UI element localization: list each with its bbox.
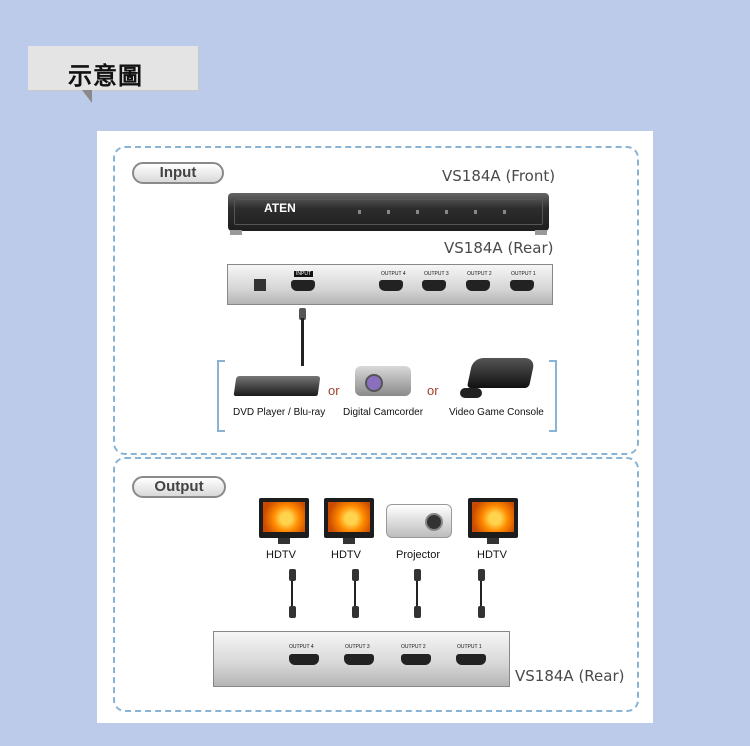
input-pill: Input	[132, 162, 224, 184]
output2-port-label: OUTPUT 2	[467, 271, 492, 277]
output-cable-2	[354, 581, 356, 607]
dvd-player-icon	[233, 376, 321, 396]
switch-front-panel: ATEN	[228, 193, 549, 231]
title-tag-fold	[82, 90, 92, 103]
input-section-box	[113, 146, 639, 455]
output3-hdmi-port	[422, 280, 446, 291]
out-output4-port-label: OUTPUT 4	[289, 644, 314, 650]
out-output4-hdmi-port	[289, 654, 319, 665]
projector-lens	[425, 513, 443, 531]
or-label-1: or	[328, 383, 340, 398]
front-feet	[230, 230, 547, 235]
output-cable-plug-top-4	[478, 569, 485, 581]
output-cable-plug-bottom-3	[414, 606, 421, 618]
output1-hdmi-port	[510, 280, 534, 291]
output-cable-plug-bottom-2	[352, 606, 359, 618]
switch-rear-panel-input: INPUT OUTPUT 4 OUTPUT 3 OUTPUT 2 OUTPUT …	[227, 264, 553, 305]
page-title: 示意圖	[68, 62, 143, 90]
output-section-box	[113, 457, 639, 712]
display-label-hdtv-2: HDTV	[331, 549, 361, 561]
sources-bracket-left	[217, 360, 225, 432]
input-hdmi-port	[291, 280, 315, 291]
output-pill: Output	[132, 476, 226, 498]
output-cable-plug-top-1	[289, 569, 296, 581]
title-tag	[28, 46, 198, 90]
out-output2-hdmi-port	[401, 654, 431, 665]
output-cable-plug-bottom-4	[478, 606, 485, 618]
rear-label-output: VS184A (Rear)	[515, 667, 625, 685]
rear-label-input: VS184A (Rear)	[444, 239, 554, 257]
input-cable	[301, 318, 304, 366]
output4-port-label: OUTPUT 4	[381, 271, 406, 277]
power-port	[254, 279, 266, 291]
out-output3-hdmi-port	[344, 654, 374, 665]
hdtv-icon-2	[324, 498, 374, 544]
out-output2-port-label: OUTPUT 2	[401, 644, 426, 650]
out-output1-hdmi-port	[456, 654, 486, 665]
front-label: VS184A (Front)	[442, 167, 556, 185]
aten-logo: ATEN	[264, 201, 296, 215]
out-output1-port-label: OUTPUT 1	[457, 644, 482, 650]
display-label-hdtv-1: HDTV	[266, 549, 296, 561]
input-hdmi-plug	[299, 308, 306, 320]
sources-bracket-right	[549, 360, 557, 432]
camcorder-icon	[355, 366, 411, 396]
source-label-camcorder: Digital Camcorder	[343, 407, 424, 418]
camcorder-lens	[365, 374, 383, 392]
output4-hdmi-port	[379, 280, 403, 291]
source-label-dvd: DVD Player / Blu-ray	[233, 407, 326, 418]
output-cable-3	[416, 581, 418, 607]
switch-rear-panel-output: OUTPUT 4 OUTPUT 3 OUTPUT 2 OUTPUT 1	[213, 631, 510, 687]
game-console-icon	[466, 358, 536, 388]
output-cable-plug-bottom-1	[289, 606, 296, 618]
output3-port-label: OUTPUT 3	[424, 271, 449, 277]
display-label-hdtv-3: HDTV	[477, 549, 507, 561]
or-label-2: or	[427, 383, 439, 398]
output-cable-plug-top-3	[414, 569, 421, 581]
projector-icon	[386, 504, 452, 538]
output-cable-4	[480, 581, 482, 607]
input-port-label: INPUT	[294, 271, 313, 277]
game-controller-icon	[460, 388, 482, 398]
output-cable-1	[291, 581, 293, 607]
front-panel-frame	[234, 199, 543, 225]
output-cable-plug-top-2	[352, 569, 359, 581]
front-indicators	[358, 210, 513, 214]
display-label-projector: Projector	[396, 549, 441, 561]
hdtv-icon-3	[468, 498, 518, 544]
hdtv-icon-1	[259, 498, 309, 544]
source-label-console: Video Game Console	[449, 407, 544, 418]
output2-hdmi-port	[466, 280, 490, 291]
output1-port-label: OUTPUT 1	[511, 271, 536, 277]
out-output3-port-label: OUTPUT 3	[345, 644, 370, 650]
